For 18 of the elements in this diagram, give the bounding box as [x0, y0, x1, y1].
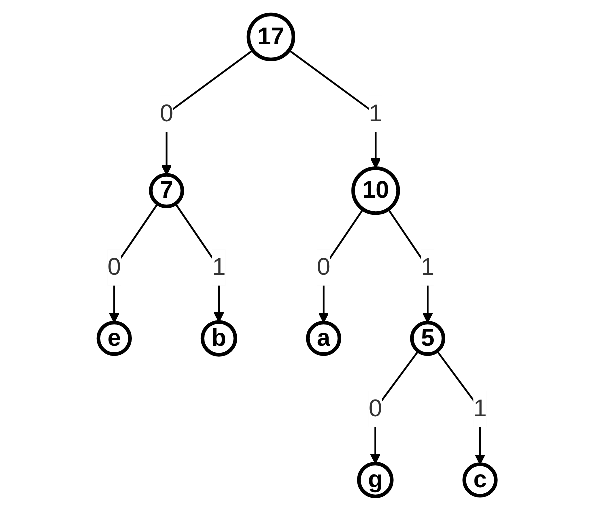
edge-label: 1: [369, 100, 383, 128]
edge-label: 1: [212, 254, 226, 282]
node-circle: [352, 166, 400, 216]
edge-label: 1: [421, 254, 435, 282]
edge-label: 0: [160, 100, 174, 128]
node-circle: [247, 12, 296, 62]
node-circle: [96, 320, 132, 356]
edge-label: 0: [368, 396, 382, 423]
edge-label: 0: [108, 254, 122, 282]
node-circle: [410, 320, 446, 356]
edge-label: 0: [317, 254, 331, 282]
binary-tree-diagram: 0 1 0 1 0 1 0 1 17 7 10 e b a 5 g c: [89, 5, 506, 508]
edge-label: 1: [474, 396, 488, 423]
node-circle: [201, 320, 238, 357]
node-circle: [357, 462, 394, 498]
node-circle: [462, 462, 498, 498]
node-circle: [149, 173, 185, 208]
node-circle: [306, 320, 342, 356]
